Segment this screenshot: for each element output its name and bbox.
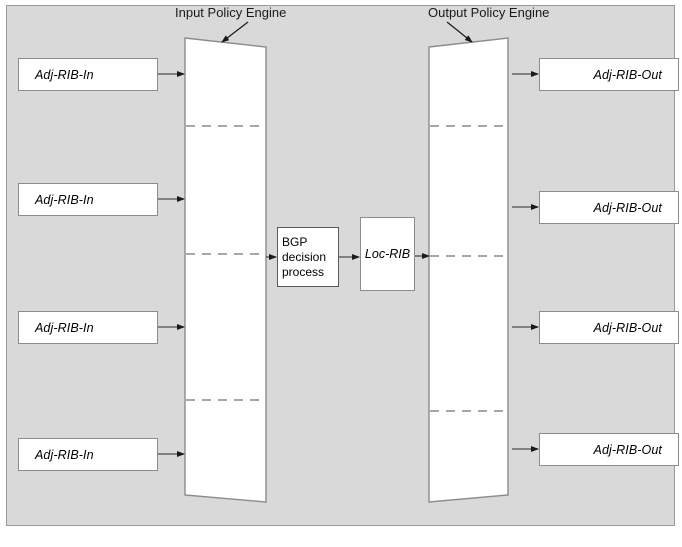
output-policy-engine-label: Output Policy Engine (428, 5, 550, 20)
adj-rib-in-label-1: Adj-RIB-In (35, 67, 94, 82)
bgp-decision-process-line-2: decision (282, 249, 327, 264)
adj-rib-in-box-3[interactable]: Adj-RIB-In (18, 311, 158, 344)
adj-rib-in-label-4: Adj-RIB-In (35, 447, 94, 462)
output-policy-engine-shape (428, 37, 509, 503)
adj-rib-in-box-2[interactable]: Adj-RIB-In (18, 183, 158, 216)
adj-rib-out-box-4[interactable]: Adj-RIB-Out (539, 433, 679, 466)
input-policy-engine-label: Input Policy Engine (175, 5, 287, 20)
output-engine-leader-line (446, 21, 473, 43)
adj-rib-in-box-4[interactable]: Adj-RIB-In (18, 438, 158, 471)
adj-rib-out-box-1[interactable]: Adj-RIB-Out (539, 58, 679, 91)
adj-rib-out-box-2[interactable]: Adj-RIB-Out (539, 191, 679, 224)
adj-rib-in-label-3: Adj-RIB-In (35, 320, 94, 335)
adj-rib-out-label-4: Adj-RIB-Out (593, 442, 662, 457)
adj-rib-out-box-3[interactable]: Adj-RIB-Out (539, 311, 679, 344)
input-engine-leader-line (221, 21, 249, 43)
adj-rib-in-label-2: Adj-RIB-In (35, 192, 94, 207)
adj-rib-in-box-1[interactable]: Adj-RIB-In (18, 58, 158, 91)
loc-rib-box[interactable]: Loc-RIB (360, 217, 415, 291)
bgp-decision-process-line-3: process (282, 264, 325, 279)
loc-rib-label: Loc-RIB (364, 247, 411, 261)
input-policy-engine-shape (184, 37, 267, 503)
bgp-decision-process-line-1: BGP (282, 234, 308, 249)
adj-rib-out-label-1: Adj-RIB-Out (593, 67, 662, 82)
bgp-decision-process-box[interactable]: BGP decision process (277, 227, 339, 287)
adj-rib-out-label-3: Adj-RIB-Out (593, 320, 662, 335)
adj-rib-out-label-2: Adj-RIB-Out (593, 200, 662, 215)
